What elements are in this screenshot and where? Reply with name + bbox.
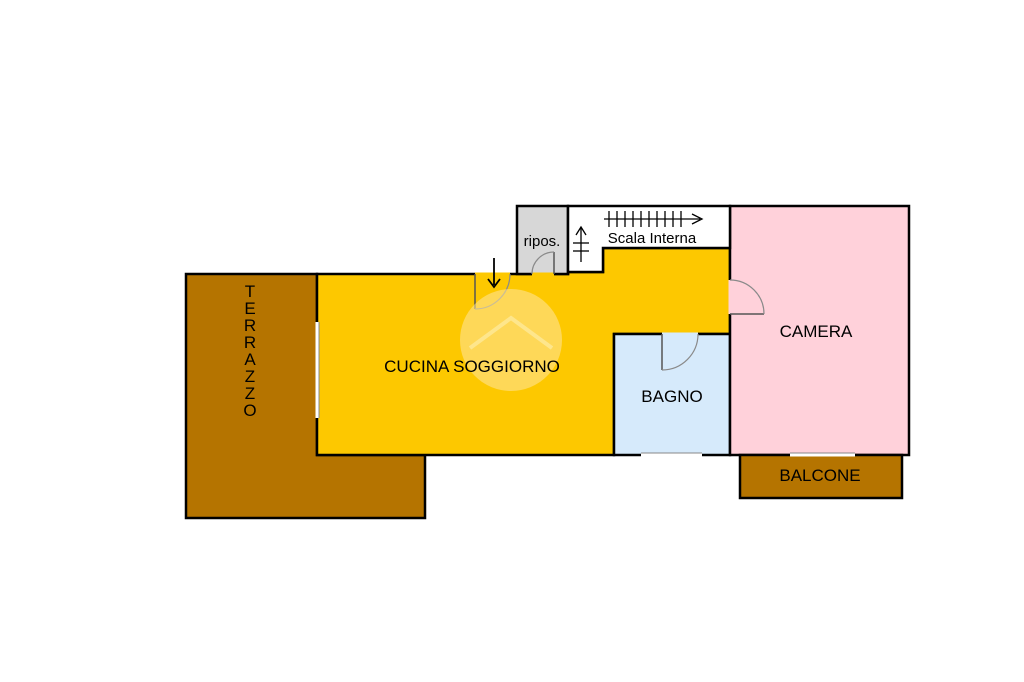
camera-area [728,204,911,457]
bagno-door [661,332,699,371]
stairs-up-arrow-icon [573,225,589,262]
ripostiglio-label: ripos. [524,233,561,250]
bagno-area [612,332,732,457]
cucina-soggiorno-label: CUCINA SOGGIORNO [384,357,560,376]
scala-interna-label: Scala Interna [608,230,697,247]
balcone-area [738,453,904,500]
watermark-logo [460,289,562,391]
bagno-label: BAGNO [641,387,702,406]
terrazzo-label: TERRAZZO [241,282,260,418]
ripostiglio-door [531,251,555,276]
stairs-icon [604,211,704,227]
camera-door [728,279,765,315]
balcone-label: BALCONE [779,466,860,485]
camera-label: CAMERA [780,322,853,341]
